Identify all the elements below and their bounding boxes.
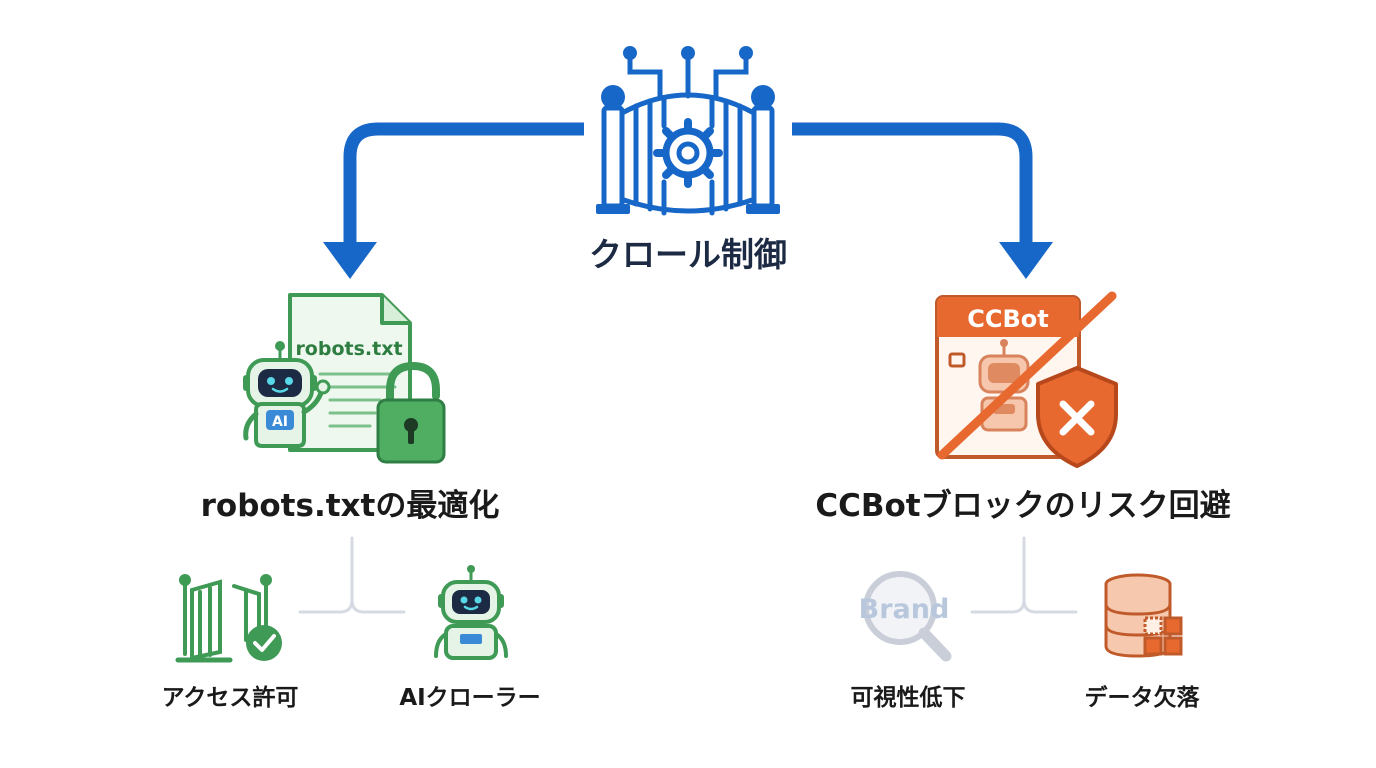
check-badge-icon bbox=[246, 625, 282, 661]
branch-label-ccbot: CCBotブロックのリスク回避 bbox=[815, 488, 1231, 524]
leaf-label-visibility: 可視性低下 bbox=[850, 685, 966, 711]
shield-x-icon bbox=[1036, 366, 1118, 468]
connector-right bbox=[970, 536, 1078, 614]
robots-file-label: robots.txt bbox=[295, 338, 402, 360]
database-grid-icon bbox=[1104, 573, 1183, 658]
ai-badge: AI bbox=[272, 414, 288, 430]
arrow-left bbox=[343, 122, 584, 245]
branch-label-robots: robots.txtの最適化 bbox=[200, 488, 500, 524]
ccbot-sign-label: CCBot bbox=[967, 305, 1048, 333]
leaf-label-access: アクセス許可 bbox=[161, 685, 299, 711]
root-label: クロール制御 bbox=[589, 235, 787, 274]
ai-crawler-robot-icon bbox=[434, 565, 508, 660]
connector-left bbox=[298, 536, 406, 614]
leaf-label-data-loss: データ欠落 bbox=[1084, 685, 1200, 711]
open-gate-check-icon bbox=[175, 574, 272, 663]
block-slash bbox=[937, 291, 1117, 460]
unlock-icon bbox=[376, 361, 446, 464]
leaf-label-ai-crawler: AIクローラー bbox=[399, 685, 541, 711]
brand-text: Brand bbox=[859, 594, 950, 625]
brand-search-icon: Brand bbox=[859, 571, 952, 662]
arrow-left-head bbox=[323, 242, 377, 279]
arrow-right-head bbox=[999, 242, 1053, 279]
ai-robot-icon: AI bbox=[243, 341, 331, 448]
gate-gear-icon bbox=[596, 46, 780, 216]
arrow-right bbox=[792, 122, 1033, 245]
